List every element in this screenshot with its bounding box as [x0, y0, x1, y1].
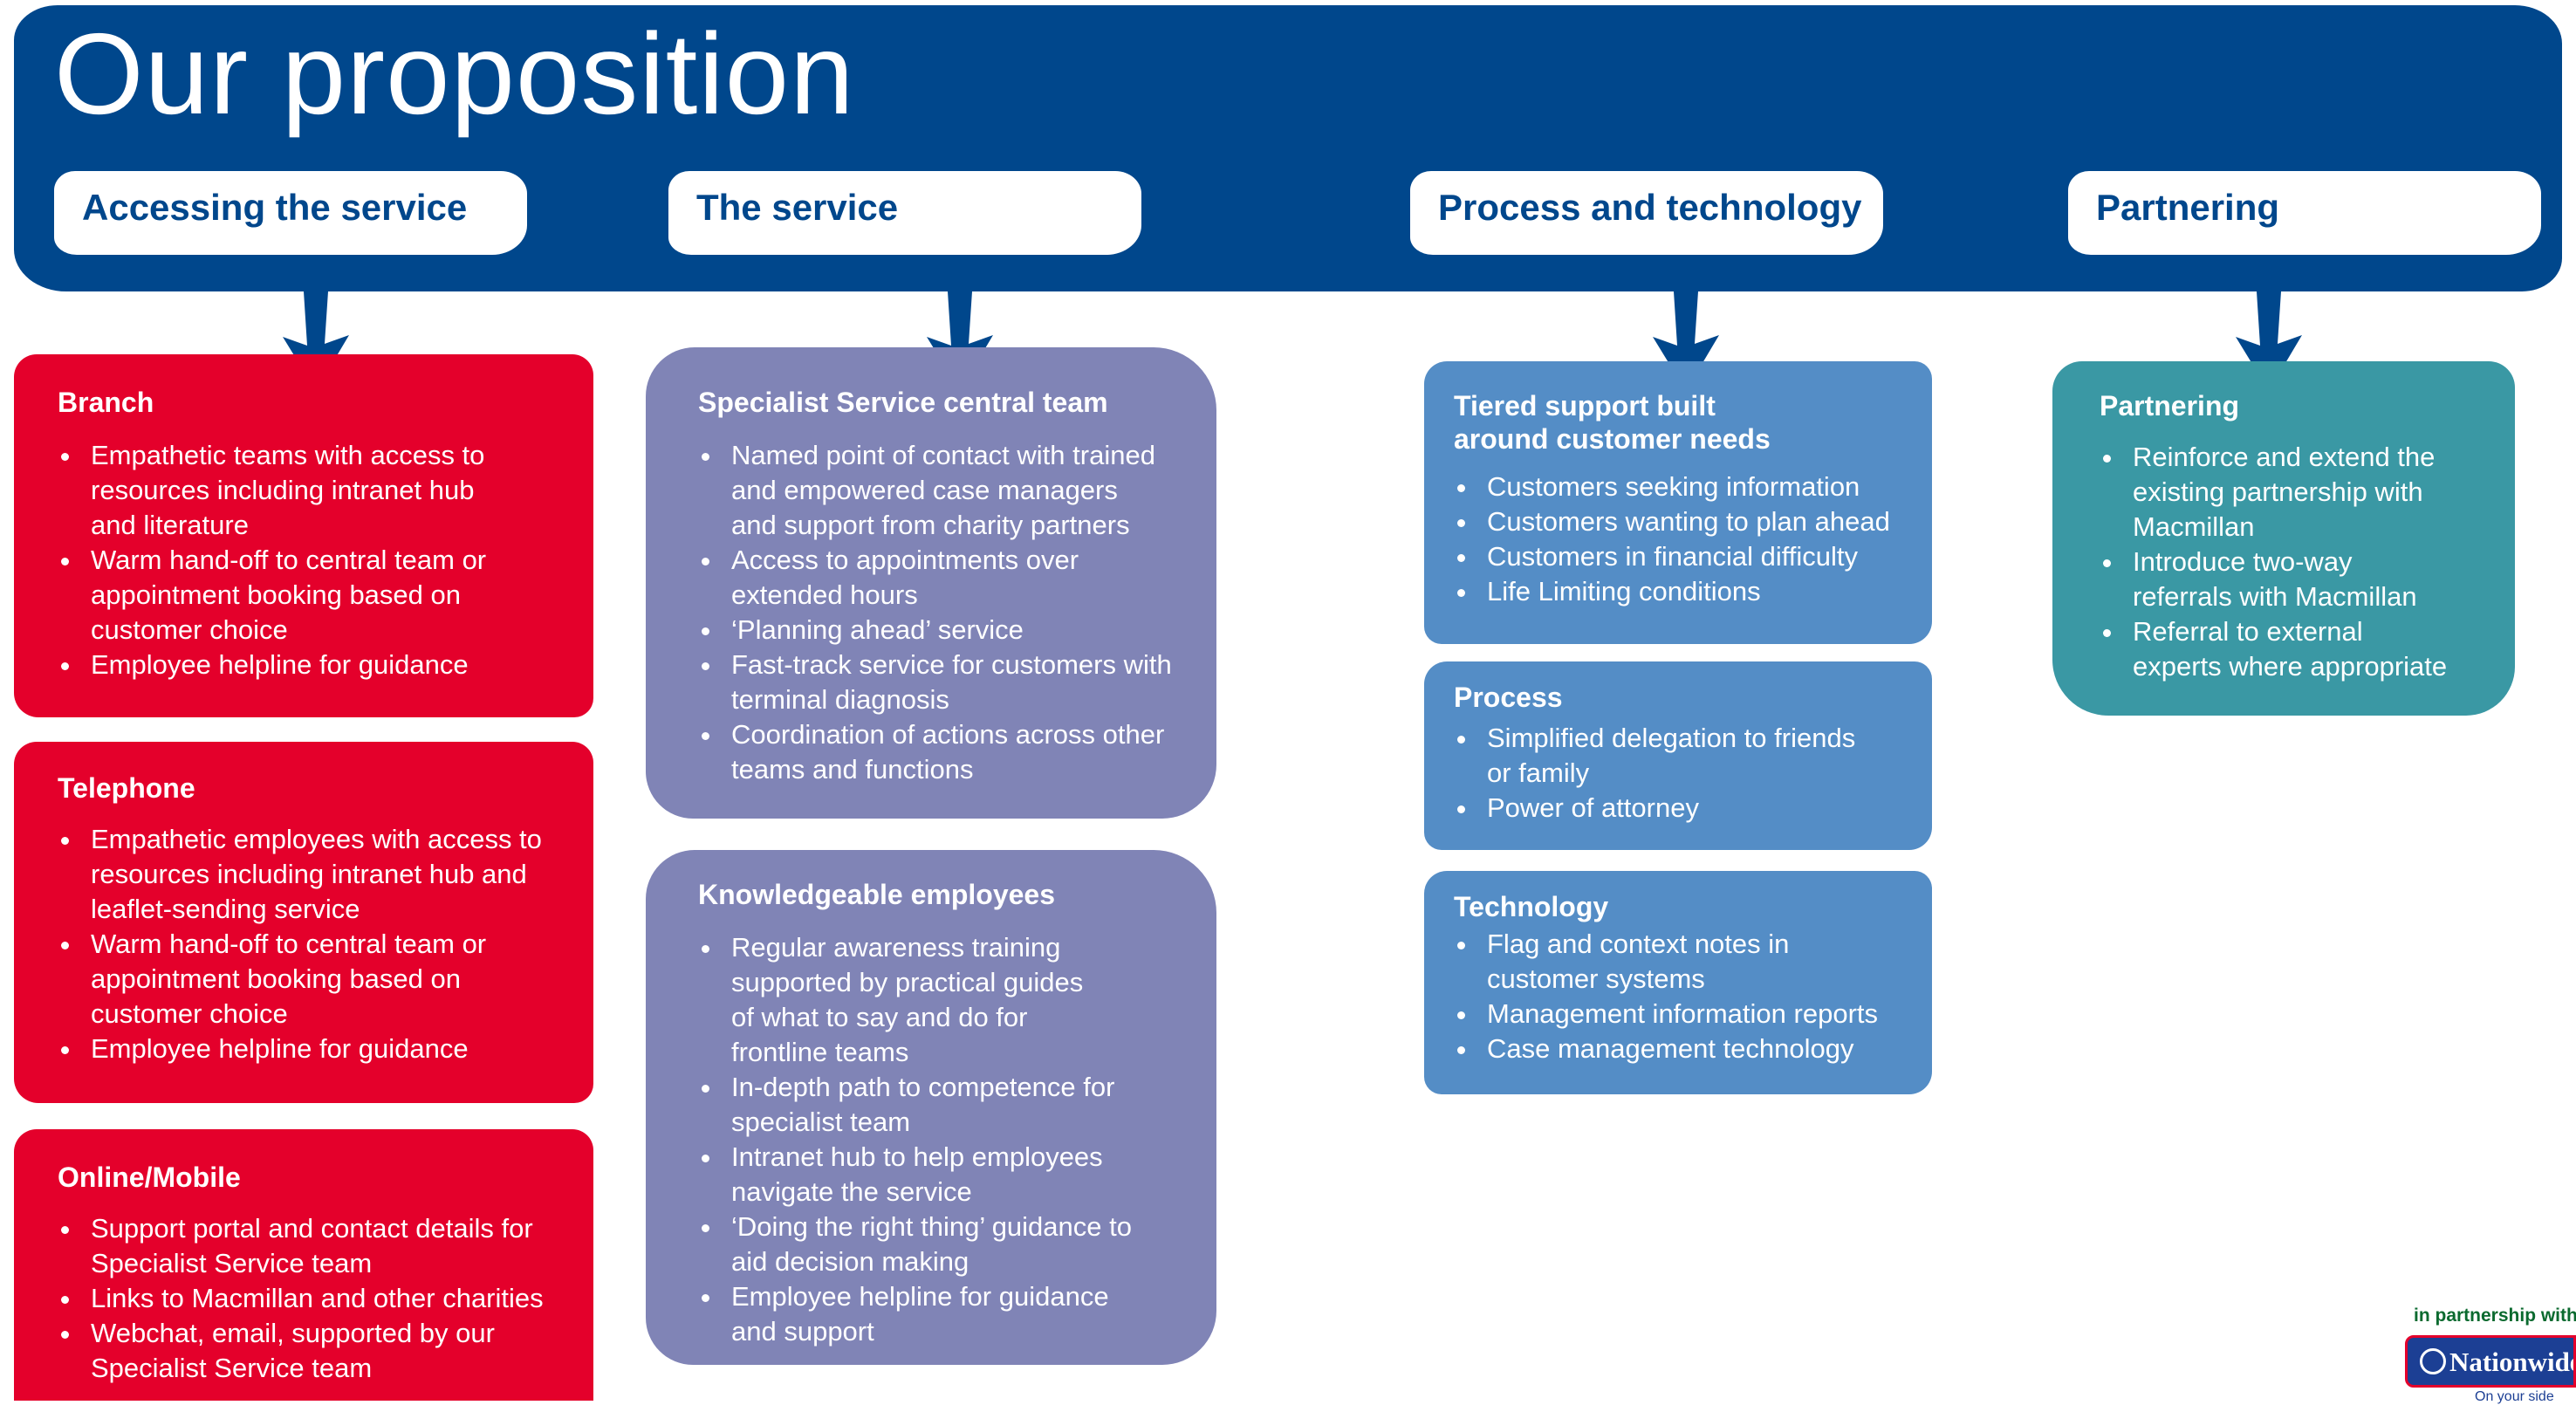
- list-item: Coordination of actions across other tea…: [698, 717, 1216, 787]
- list-item: Regular awareness training supported by …: [698, 930, 1216, 1070]
- branch-list: Empathetic teams with access to resource…: [58, 438, 593, 682]
- page-title: Our proposition: [54, 10, 855, 138]
- central-team-card: Specialist Service central team Named po…: [646, 347, 1216, 819]
- knowledgeable-employees-heading: Knowledgeable employees: [698, 879, 1056, 910]
- arrow-down-icon: [2236, 291, 2302, 391]
- online-mobile-card: Online/Mobile Support portal and contact…: [14, 1129, 593, 1401]
- telephone-card: Telephone Empathetic employees with acce…: [14, 742, 593, 1103]
- list-item: Reinforce and extend the existing partne…: [2100, 440, 2515, 545]
- list-item: Employee helpline for guidance: [58, 648, 593, 682]
- list-item: Introduce two-way referrals with Macmill…: [2100, 545, 2515, 614]
- list-item: Referral to external experts where appro…: [2100, 614, 2515, 684]
- partnering-list: Reinforce and extend the existing partne…: [2100, 440, 2515, 684]
- technology-list: Flag and context notes in customer syste…: [1454, 927, 1932, 1066]
- list-item: Flag and context notes in customer syste…: [1454, 927, 1932, 997]
- list-item: Power of attorney: [1454, 791, 1932, 826]
- telephone-list: Empathetic employees with access to reso…: [58, 822, 593, 1066]
- tiered-support-card: Tiered support built around customer nee…: [1424, 361, 1932, 644]
- pillar-process-label: Process and technology: [1410, 171, 1883, 255]
- technology-heading: Technology: [1454, 891, 1609, 922]
- partnering-heading: Partnering: [2100, 390, 2240, 422]
- pillar-accessing-label: Accessing the service: [54, 171, 527, 255]
- list-item: Intranet hub to help employees navigate …: [698, 1140, 1216, 1210]
- pillar-service-label: The service: [668, 171, 1141, 255]
- list-item: Simplified delegation to friends or fami…: [1454, 721, 1932, 791]
- branch-heading: Branch: [58, 387, 154, 418]
- list-item: Warm hand-off to central team or appoint…: [58, 543, 593, 648]
- list-item: ‘Doing the right thing’ guidance to aid …: [698, 1210, 1216, 1279]
- list-item: Access to appointments over extended hou…: [698, 543, 1216, 613]
- list-item: Webchat, email, supported by our Special…: [58, 1316, 593, 1386]
- telephone-heading: Telephone: [58, 772, 195, 804]
- partnership-caption: in partnership with: [2414, 1306, 2576, 1326]
- knowledgeable-employees-list: Regular awareness training supported by …: [698, 930, 1216, 1349]
- online-mobile-heading: Online/Mobile: [58, 1162, 241, 1193]
- partnering-card: Partnering Reinforce and extend the exis…: [2052, 361, 2515, 716]
- tiered-support-heading: Tiered support built around customer nee…: [1454, 390, 1771, 455]
- arrow-down-icon: [1653, 291, 1719, 391]
- branch-card: Branch Empathetic teams with access to r…: [14, 354, 593, 717]
- list-item: In-depth path to competence for speciali…: [698, 1070, 1216, 1140]
- list-item: Customers wanting to plan ahead: [1454, 504, 1932, 539]
- arrow-down-icon: [283, 291, 349, 391]
- list-item: Management information reports: [1454, 997, 1932, 1031]
- logo-tagline: On your side: [2475, 1389, 2554, 1404]
- process-heading: Process: [1454, 682, 1563, 713]
- logo-emblem-icon: [2420, 1348, 2446, 1374]
- tiered-support-list: Customers seeking information Customers …: [1454, 469, 1932, 609]
- logo-text: Nationwide: [2449, 1347, 2576, 1377]
- list-item: Support portal and contact details for S…: [58, 1211, 593, 1281]
- process-card: Process Simplified delegation to friends…: [1424, 661, 1932, 850]
- list-item: Employee helpline for guidance and suppo…: [698, 1279, 1216, 1349]
- technology-card: Technology Flag and context notes in cus…: [1424, 871, 1932, 1094]
- online-mobile-list: Support portal and contact details for S…: [58, 1211, 593, 1386]
- process-list: Simplified delegation to friends or fami…: [1454, 721, 1932, 826]
- nationwide-logo: Nationwide: [2405, 1335, 2576, 1388]
- list-item: Customers seeking information: [1454, 469, 1932, 504]
- list-item: Customers in financial difficulty: [1454, 539, 1932, 574]
- list-item: ‘Planning ahead’ service: [698, 613, 1216, 648]
- knowledgeable-employees-card: Knowledgeable employees Regular awarenes…: [646, 850, 1216, 1365]
- list-item: Warm hand-off to central team or appoint…: [58, 927, 593, 1031]
- list-item: Fast-track service for customers with te…: [698, 648, 1216, 717]
- list-item: Named point of contact with trained and …: [698, 438, 1216, 543]
- list-item: Links to Macmillan and other charities: [58, 1281, 593, 1316]
- list-item: Life Limiting conditions: [1454, 574, 1932, 609]
- list-item: Empathetic employees with access to reso…: [58, 822, 593, 927]
- central-team-list: Named point of contact with trained and …: [698, 438, 1216, 787]
- list-item: Case management technology: [1454, 1031, 1932, 1066]
- arrow-down-icon: [927, 291, 993, 391]
- central-team-heading: Specialist Service central team: [698, 387, 1108, 418]
- pillar-partnering-label: Partnering: [2068, 171, 2541, 255]
- list-item: Employee helpline for guidance: [58, 1031, 593, 1066]
- list-item: Empathetic teams with access to resource…: [58, 438, 593, 543]
